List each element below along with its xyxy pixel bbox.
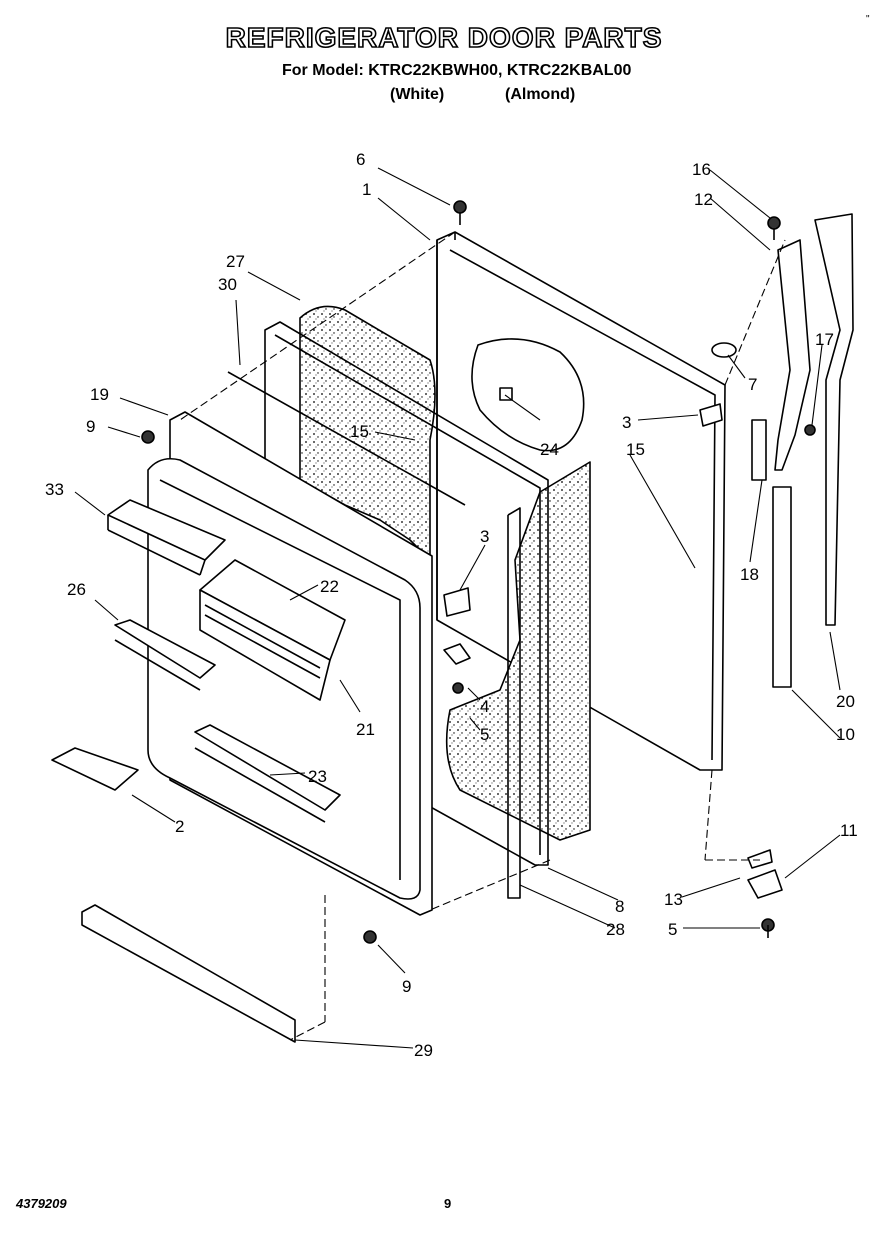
callout-10: 10: [836, 725, 855, 744]
callout-labels: 6 1 27 30 19 9 33 15 3 24 16 12 17 7 3 15 26 22 18 21 23 2 20 1…: [45, 150, 858, 1060]
screw-9-bottom: [363, 930, 377, 944]
cutaway-blob: [471, 338, 585, 452]
callout-27: 27: [226, 252, 245, 271]
hinge-13: [747, 849, 773, 869]
callout-23: 23: [308, 767, 327, 786]
butter-tray-2: [51, 747, 139, 791]
callout-8: 8: [615, 897, 624, 916]
hinge-11: [747, 869, 783, 899]
document-code: 4379209: [16, 1196, 67, 1211]
callout-15: 15: [350, 422, 369, 441]
screw-17: [804, 424, 816, 436]
plug-7: [711, 342, 737, 358]
callout-15: 15: [626, 440, 645, 459]
callout-3: 3: [480, 527, 489, 546]
callout-2: 2: [175, 817, 184, 836]
callout-6: 6: [356, 150, 365, 169]
callout-30: 30: [218, 275, 237, 294]
callout-7: 7: [748, 375, 757, 394]
corner-mark: ": [866, 14, 870, 25]
callout-16: 16: [692, 160, 711, 179]
callout-9: 9: [86, 417, 95, 436]
variant-almond: (Almond): [505, 86, 576, 103]
model-subtitle: For Model: KTRC22KBWH00, KTRC22KBAL00: [282, 62, 632, 79]
assembly-lines: [179, 231, 786, 1041]
callout-29: 29: [414, 1041, 433, 1060]
callout-3: 3: [622, 413, 631, 432]
callout-17: 17: [815, 330, 834, 349]
callout-21: 21: [356, 720, 375, 739]
screw-5: [761, 918, 775, 938]
trim-30: [227, 371, 466, 506]
callout-12: 12: [694, 190, 713, 209]
callout-5: 5: [668, 920, 677, 939]
callout-13: 13: [664, 890, 683, 909]
bracket-3-lower: [443, 587, 471, 617]
callout-33: 33: [45, 480, 64, 499]
handle-17: [774, 239, 811, 471]
screw-16: [767, 216, 781, 240]
callout-5: 5: [480, 725, 489, 744]
callout-26: 26: [67, 580, 86, 599]
callout-19: 19: [90, 385, 109, 404]
callout-4: 4: [480, 697, 489, 716]
screw-4: [452, 682, 464, 694]
shelf-26: [114, 619, 216, 691]
page-title: REFRIGERATOR DOOR PARTS: [225, 21, 663, 54]
cover-18: [751, 419, 767, 481]
foam-insulation-right: [445, 461, 591, 841]
callout-9: 9: [402, 977, 411, 996]
bottom-trim-29: [81, 904, 296, 1043]
callout-22: 22: [320, 577, 339, 596]
door-gasket: [507, 507, 521, 899]
callout-18: 18: [740, 565, 759, 584]
dairy-compartment-22: [199, 559, 346, 701]
bracket-3-upper: [699, 403, 723, 427]
callout-24: 24: [540, 440, 559, 459]
handle-10: [772, 486, 792, 688]
handle-20: [814, 213, 854, 626]
page-number: 9: [444, 1196, 452, 1211]
callout-1: 1: [362, 180, 371, 199]
callout-20: 20: [836, 692, 855, 711]
plate-4: [443, 643, 471, 665]
screw-9-top: [141, 430, 155, 444]
callout-28: 28: [606, 920, 625, 939]
variant-white: (White): [390, 86, 445, 103]
leader-lines: [74, 167, 841, 1049]
shelf-23: [194, 724, 341, 823]
screw-6: [453, 200, 467, 225]
callout-11: 11: [840, 821, 858, 840]
upper-shelf-33: [107, 499, 226, 576]
